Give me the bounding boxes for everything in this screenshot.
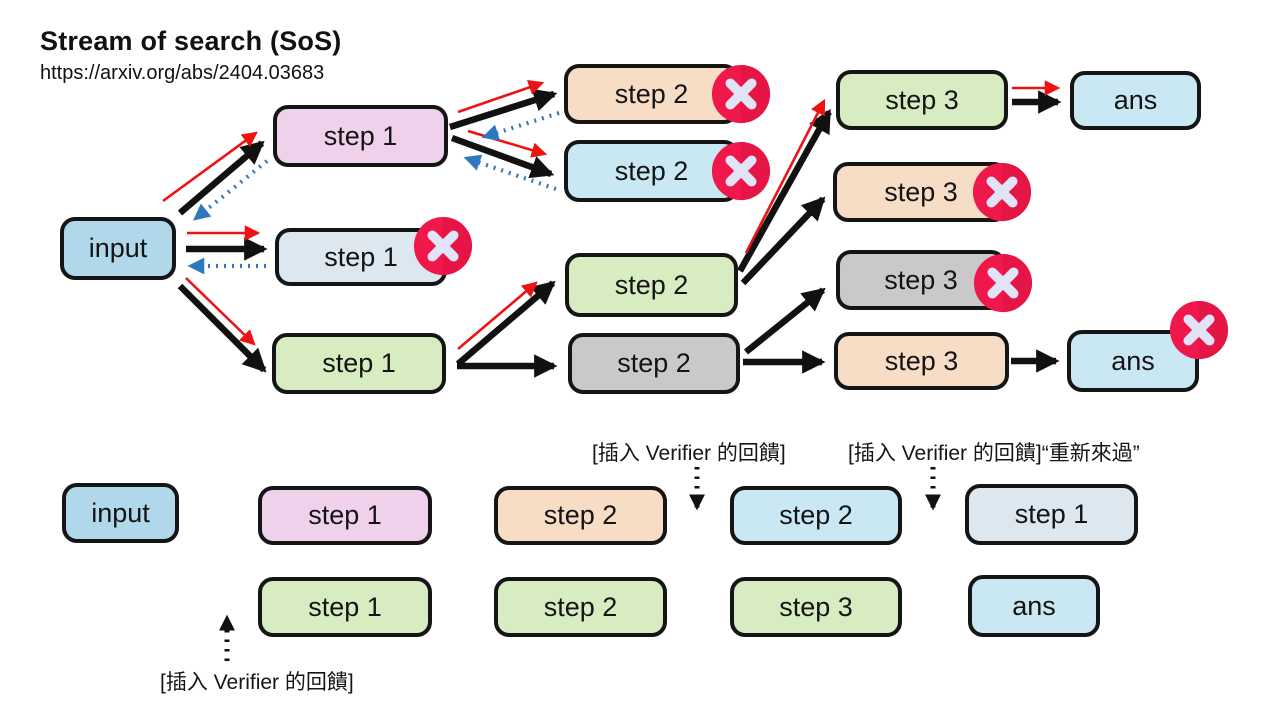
trace-node-step1-green: step 1 bbox=[258, 577, 432, 637]
rejected-x-icon bbox=[971, 161, 1033, 223]
trace-node-step1-restart: step 1 bbox=[965, 484, 1138, 545]
tree-node-step1-green: step 1 bbox=[272, 333, 446, 394]
node-label: step 1 bbox=[323, 120, 398, 151]
tree-node-step3-peach: step 3 bbox=[834, 332, 1009, 390]
node-label: step 3 bbox=[884, 345, 959, 376]
tree-node-step3-green: step 3 bbox=[836, 70, 1008, 130]
rejected-x-icon bbox=[972, 252, 1034, 314]
arrow-input-step1green-black bbox=[177, 283, 267, 373]
arrow-input-step1green-red bbox=[185, 277, 256, 346]
arrow-step1pink-step2blue-red bbox=[467, 129, 548, 158]
tree-node-step2-gray: step 2 bbox=[568, 333, 740, 394]
node-label: step 3 bbox=[779, 591, 853, 622]
node-label: step 2 bbox=[614, 269, 689, 300]
node-label: step 1 bbox=[308, 500, 382, 530]
tree-node-ans-accepted: ans bbox=[1070, 71, 1201, 130]
arrow-step1green-step2green-red bbox=[457, 281, 538, 350]
node-label: step 2 bbox=[779, 500, 853, 530]
verifier-feedback-annotation-restart: [插入 Verifier 的回饋]“重新來過” bbox=[848, 442, 1140, 465]
arrow-step1pink-step2peach-red bbox=[457, 79, 545, 114]
trace-node-step2-peach: step 2 bbox=[494, 486, 667, 545]
trace-node-step3-green: step 3 bbox=[730, 577, 902, 637]
node-label: step 2 bbox=[543, 500, 618, 530]
node-label: step 3 bbox=[885, 84, 959, 115]
arrow-step2gray-step3gray-black bbox=[743, 287, 826, 355]
arrow-step1green-step2green-black bbox=[455, 280, 556, 367]
node-label: ans bbox=[1111, 345, 1155, 376]
node-label: input bbox=[91, 497, 150, 528]
node-label: step 2 bbox=[543, 591, 618, 622]
verifier-feedback-annotation-mid: [插入 Verifier 的回饋] bbox=[592, 442, 786, 465]
node-label: ans bbox=[1012, 590, 1056, 621]
trace-node-ans: ans bbox=[968, 575, 1100, 637]
node-label: step 1 bbox=[324, 241, 398, 272]
node-label: step 1 bbox=[1014, 499, 1089, 529]
trace-node-step1-pink: step 1 bbox=[258, 486, 432, 545]
arrow-input-step1pink-black bbox=[177, 140, 265, 216]
arrow-step2green-step3green-red bbox=[744, 98, 826, 254]
trace-node-step2-green: step 2 bbox=[494, 577, 667, 637]
tree-node-step2-green: step 2 bbox=[565, 253, 738, 317]
tree-node-step2-peach-rejected: step 2 bbox=[564, 64, 739, 124]
rejected-x-icon bbox=[412, 215, 474, 277]
verifier-feedback-annotation-bottom: [插入 Verifier 的回饋] bbox=[160, 671, 354, 694]
tree-node-step3-gray-rejected: step 3 bbox=[836, 250, 1006, 310]
arxiv-url: https://arxiv.org/abs/2404.03683 bbox=[40, 62, 325, 84]
node-label: step 2 bbox=[617, 348, 691, 378]
node-label: input bbox=[88, 233, 148, 263]
tree-node-input: input bbox=[60, 217, 176, 280]
node-label: step 1 bbox=[308, 591, 382, 622]
node-label: step 1 bbox=[322, 348, 396, 378]
node-label: step 2 bbox=[614, 78, 689, 109]
arrow-step2green-step3green-black bbox=[737, 108, 832, 273]
node-label: step 3 bbox=[884, 264, 958, 295]
arrow-backtrack-step2peach-step1pink bbox=[481, 110, 560, 141]
trace-node-step2-blue: step 2 bbox=[730, 486, 902, 545]
node-label: ans bbox=[1113, 85, 1158, 115]
arrow-step1pink-step2blue-black bbox=[450, 134, 555, 179]
node-label: step 2 bbox=[614, 155, 689, 186]
page-title: Stream of search (SoS) bbox=[40, 26, 342, 56]
tree-node-step1-pink: step 1 bbox=[273, 105, 448, 167]
rejected-x-icon bbox=[1168, 299, 1230, 361]
node-label: step 3 bbox=[884, 176, 958, 207]
arrow-step2green-step3peach-black bbox=[740, 196, 826, 286]
rejected-x-icon bbox=[710, 140, 772, 202]
trace-node-input: input bbox=[62, 483, 179, 543]
rejected-x-icon bbox=[710, 63, 772, 125]
arrow-input-step1pink-red bbox=[162, 131, 258, 203]
arrow-step1pink-step2peach-black bbox=[449, 88, 558, 131]
